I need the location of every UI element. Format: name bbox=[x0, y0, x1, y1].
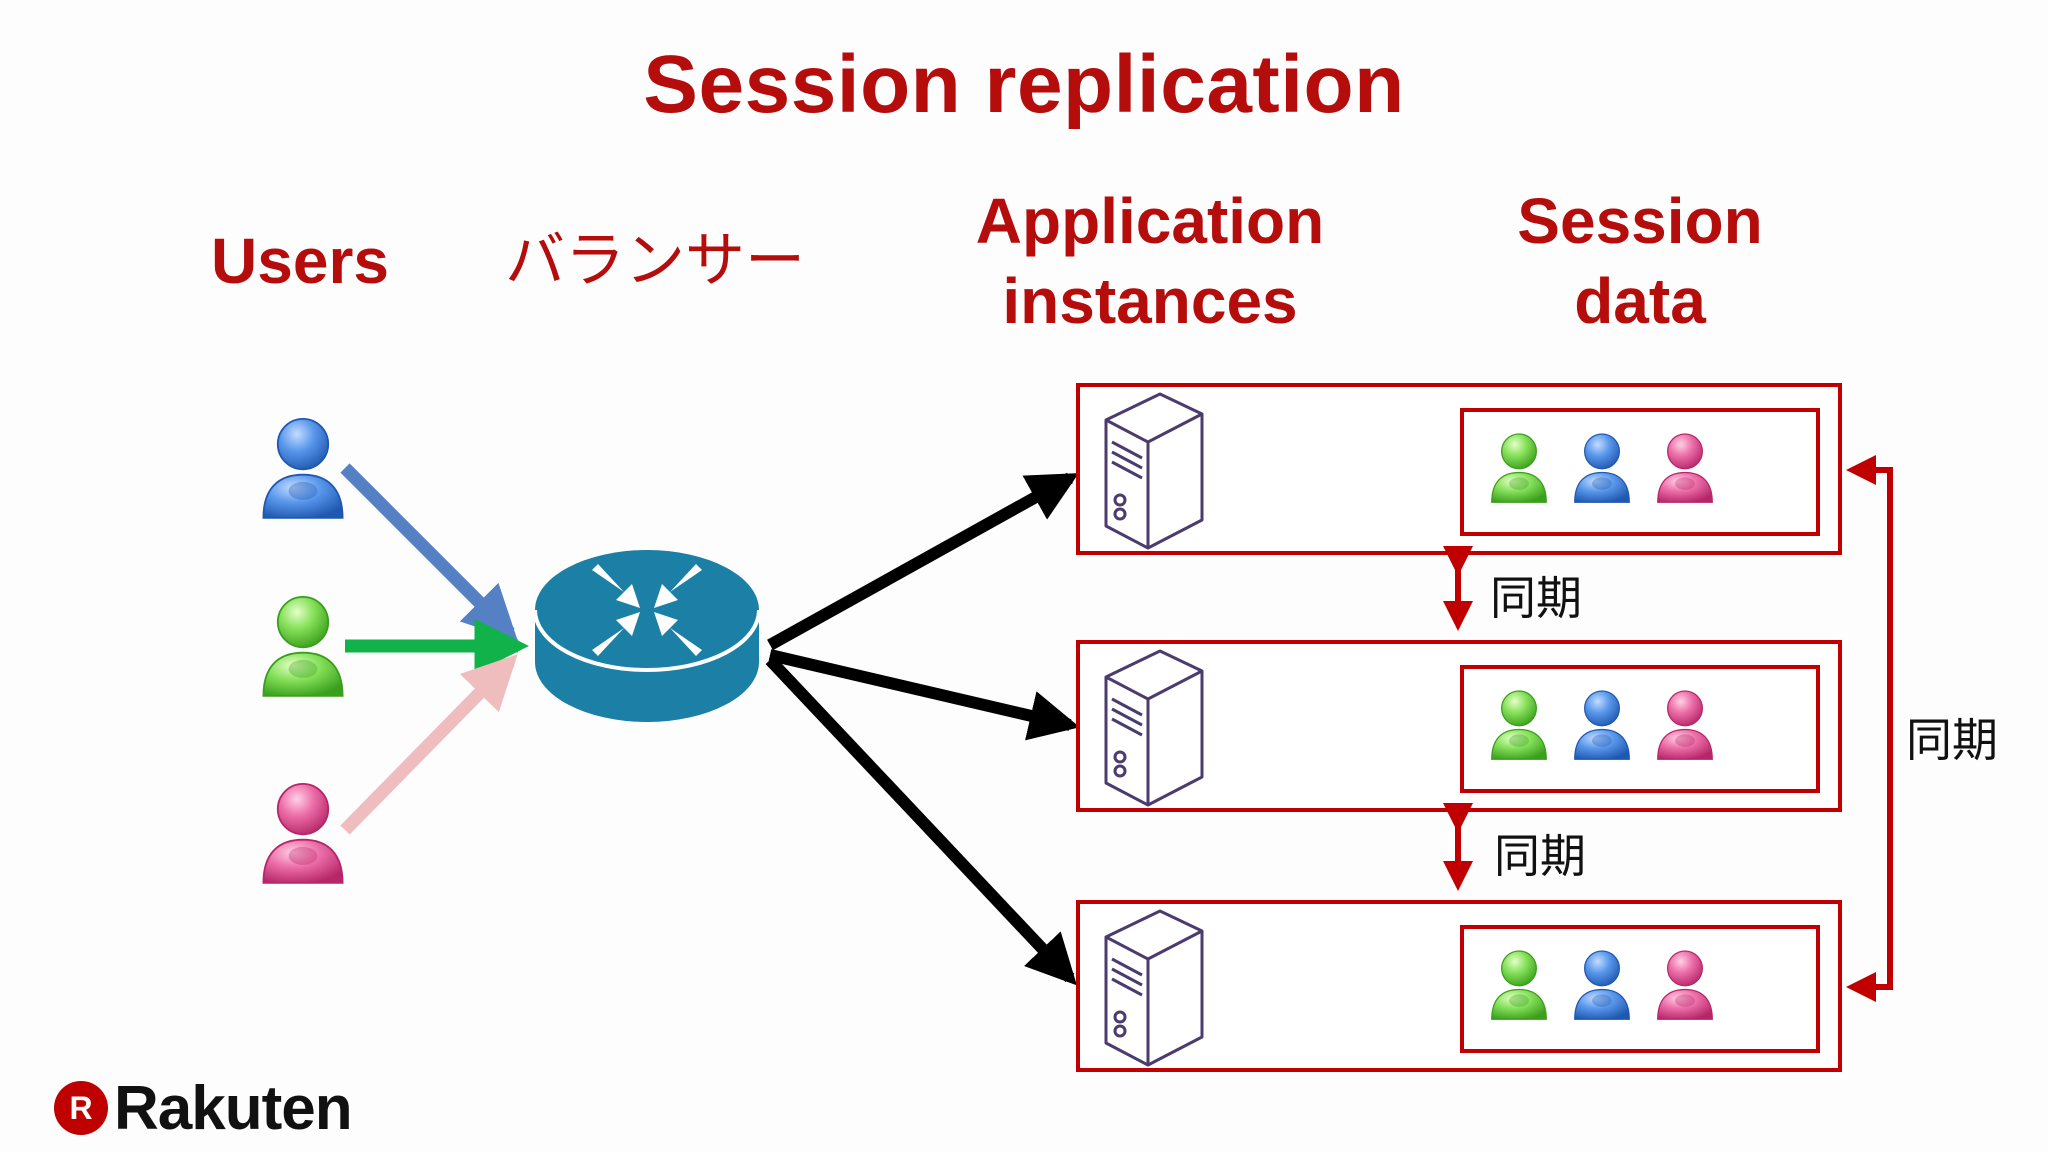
sync-label-2: 同期 bbox=[1494, 829, 1586, 883]
header-users: Users bbox=[211, 225, 389, 297]
header-session-line1: Session bbox=[1517, 185, 1763, 257]
rakuten-logo: R Rakuten bbox=[54, 1068, 353, 1148]
slide-title: Session replication bbox=[643, 39, 1405, 130]
user-icon-pink bbox=[262, 782, 344, 885]
user-icon-green bbox=[262, 595, 344, 698]
header-balancer: バランサー bbox=[505, 226, 805, 296]
rakuten-logo-text: Rakuten bbox=[114, 1073, 353, 1143]
server-icon bbox=[1104, 649, 1204, 807]
instance-box-3 bbox=[1076, 900, 1842, 1072]
arrow-to-instance-2 bbox=[768, 649, 1080, 741]
sync-bracket-1-3 bbox=[1860, 467, 1893, 990]
sync-label-1: 同期 bbox=[1490, 571, 1582, 625]
arrow-blue-user bbox=[340, 463, 518, 641]
server-icon bbox=[1104, 392, 1204, 550]
sync-label-3: 同期 bbox=[1906, 713, 1998, 767]
instance-box-1 bbox=[1076, 383, 1842, 555]
server-icon bbox=[1104, 909, 1204, 1067]
instance-box-2 bbox=[1076, 640, 1842, 812]
header-app-line1: Application bbox=[975, 185, 1325, 257]
header-app-line2: instances bbox=[1002, 265, 1298, 337]
arrow-to-instance-3 bbox=[765, 655, 1077, 986]
user-icon-blue bbox=[262, 417, 344, 519]
rakuten-logo-mark: R bbox=[54, 1081, 108, 1135]
arrow-pink-user bbox=[340, 654, 518, 835]
header-session-line2: data bbox=[1574, 265, 1706, 337]
router-icon bbox=[533, 550, 761, 722]
arrow-to-instance-1 bbox=[767, 472, 1079, 651]
